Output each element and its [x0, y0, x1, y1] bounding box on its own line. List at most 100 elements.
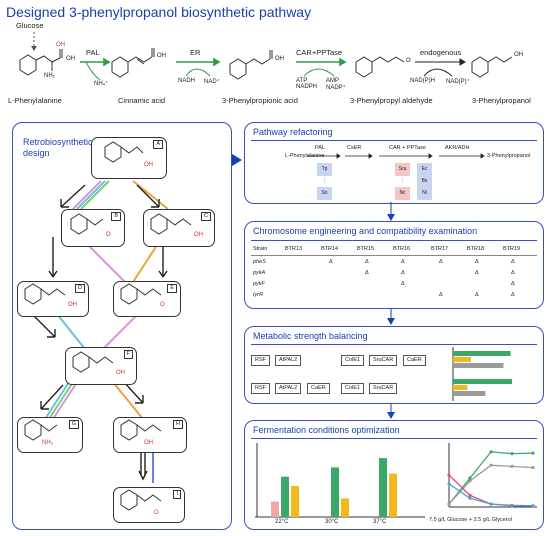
deletion-mark: Δ	[439, 292, 443, 298]
refactoring-step-akr: AKR/ADH	[445, 145, 470, 151]
deletion-mark: Δ	[401, 270, 405, 276]
retro-title-line2: design	[23, 148, 50, 158]
construct-2-gene-1: SruCAR	[369, 355, 398, 366]
retro-to-right-arrow	[232, 154, 242, 166]
metabolic-bar	[453, 379, 512, 384]
fermentation-line-caption: 7.5 g/L Glucose + 2.5 g/L Glycerol	[429, 517, 512, 523]
deletion-mark: Δ	[475, 259, 479, 265]
deletion-mark: Δ	[475, 270, 479, 276]
chromosome-title: Chromosome engineering and compatibility…	[253, 226, 478, 236]
fermentation-divider	[251, 438, 537, 439]
deletion-mark: Δ	[511, 259, 515, 265]
ferm-series-point	[510, 504, 514, 508]
molecule-tag: E	[167, 284, 177, 293]
enzyme-er: ER	[190, 48, 201, 57]
pptase-source-1: Ec	[417, 163, 432, 176]
col-btr17: BTR17	[431, 246, 449, 252]
ferm-series-point	[468, 476, 472, 480]
ferm-series-point	[531, 451, 535, 455]
glucose-label: Glucose	[16, 21, 44, 30]
cofactor-nad: NAD⁺	[204, 79, 220, 85]
metabolic-bar	[453, 391, 486, 396]
metabolic-bar	[453, 363, 504, 368]
col-btr16: BTR16	[393, 246, 411, 252]
metabolic-bar	[453, 357, 471, 362]
pal-source-2: ⋮	[322, 178, 327, 184]
ferm-bar	[291, 486, 299, 517]
deletion-mark: Δ	[365, 270, 369, 276]
gene-label: pykF	[253, 281, 265, 287]
molecule-group: NH₂	[42, 440, 53, 446]
molecule-group: O	[106, 232, 111, 238]
ferm-series-line	[448, 464, 534, 505]
propanol-oh: OH	[514, 52, 523, 58]
gene-label: pykA	[253, 270, 266, 276]
ferm-series-point	[489, 463, 493, 467]
temp-label-37: 37°C	[373, 519, 387, 525]
pathway-refactoring-panel: Pathway refactoring L-Phenylalanine PAL …	[244, 122, 544, 204]
chromosome-divider-top	[251, 240, 537, 241]
pptase-source-3: Ni	[417, 187, 432, 200]
refactoring-arrows	[307, 153, 485, 159]
down-arrow-1	[387, 202, 395, 221]
ferm-series-point	[447, 482, 451, 486]
refactoring-divider	[251, 140, 537, 141]
metabolic-panel: Metabolic strength balancing RSF AtPAL2 …	[244, 326, 544, 404]
retro-connections	[32, 180, 169, 483]
deletion-mark: Δ	[511, 281, 515, 287]
molecule-group: OH	[144, 440, 153, 446]
metabolic-bar-chart	[452, 347, 512, 401]
compound-cinnamic-acid: Cinnamic acid	[118, 96, 166, 105]
col-btr19: BTR19	[503, 246, 521, 252]
molecule-tag: I	[173, 490, 181, 499]
retro-title: Retrobiosynthetic design	[23, 137, 93, 159]
deletion-mark: Δ	[439, 259, 443, 265]
refactoring-step-cser: CsER	[347, 145, 362, 151]
molecule-tag: D	[75, 284, 85, 293]
fermentation-panel: Fermentation conditions optimization 22°…	[244, 420, 544, 530]
refactoring-step-car: CAR + PPTase	[389, 145, 426, 151]
construct-2-ori: ColE1	[341, 355, 364, 366]
compound-phenylpropionic-acid: 3-Phenylpropionic acid	[222, 96, 298, 105]
enzyme-car-pptase: CAR+PPTase	[296, 48, 343, 57]
ferm-series-point	[510, 452, 514, 456]
molecule-tag: F	[123, 350, 133, 359]
refactoring-end: 3-Phenylpropanol	[487, 153, 531, 159]
ferm-series-point	[489, 450, 493, 454]
ferm-series-line	[448, 451, 534, 505]
car-source-1: Sru	[395, 163, 410, 176]
fermentation-bar-chart	[255, 443, 425, 518]
ferm-bar	[271, 501, 279, 517]
car-source-2: ⋮	[400, 178, 405, 184]
refactoring-step-pal: PAL	[315, 145, 325, 151]
cofactor-nadh: NADH	[178, 78, 196, 84]
pal-source-3: Sn	[317, 187, 332, 200]
enzyme-endogenous: endogenous	[420, 48, 462, 57]
construct-3-gene-2: CaER	[307, 383, 330, 394]
molecule-group: OH	[194, 232, 203, 238]
cofactor-nh4: NH₄⁺	[94, 81, 109, 87]
deletion-mark: Δ	[475, 292, 479, 298]
construct-3-ori: RSF	[251, 383, 270, 394]
construct-4-ori: ColE1	[341, 383, 364, 394]
ferm-series-point	[447, 473, 451, 477]
molecule-tag: G	[68, 420, 79, 429]
col-btr13: BTR13	[285, 246, 303, 252]
car-source-3: Nc	[395, 187, 410, 200]
ferm-bar	[341, 498, 349, 517]
molecule-tag: A	[153, 140, 163, 149]
fermentation-title: Fermentation conditions optimization	[253, 425, 400, 435]
cofactor-nadph: NAD(P)H	[410, 78, 435, 84]
molecule-a: A OH	[91, 137, 167, 179]
cinnamic-oh: OH	[157, 53, 166, 59]
metabolic-bar	[453, 351, 511, 356]
top-pathway-structures	[19, 32, 513, 81]
construct-1-ori: RSF	[251, 355, 270, 366]
phe-oh: OH	[66, 56, 75, 62]
molecule-group: OH	[144, 162, 153, 168]
ferm-bar	[281, 476, 289, 517]
ferm-series-point	[468, 496, 472, 500]
retro-title-line1: Retrobiosynthetic	[23, 137, 93, 147]
